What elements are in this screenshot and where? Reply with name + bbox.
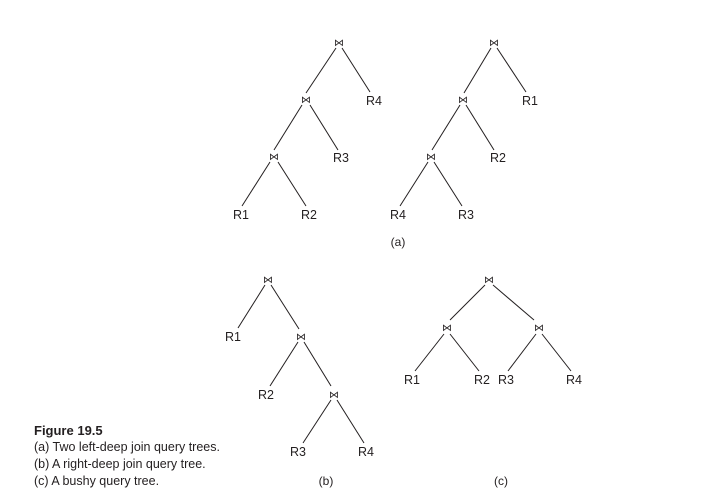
edge-mid-to-r2 bbox=[465, 104, 495, 151]
edge-mid-to-low bbox=[303, 341, 332, 387]
edge-mid-to-r2 bbox=[269, 341, 299, 387]
sub-caption-c: (c) bbox=[494, 474, 508, 488]
relation-leaf-r3: R3 bbox=[333, 151, 349, 165]
relation-leaf-r2: R2 bbox=[474, 373, 490, 387]
relation-leaf-r4: R4 bbox=[358, 445, 374, 459]
edge-root-to-r1 bbox=[496, 47, 527, 93]
edge-right-to-r4 bbox=[541, 333, 572, 372]
edge-root-to-r4 bbox=[341, 47, 371, 93]
join-node-left: ⋈ bbox=[442, 323, 452, 334]
figure-caption: Figure 19.5 (a) Two left-deep join query… bbox=[34, 423, 264, 490]
edge-mid-to-low bbox=[431, 104, 461, 151]
relation-leaf-r4: R4 bbox=[390, 208, 406, 222]
caption-line-a: (a) Two left-deep join query trees. bbox=[34, 440, 220, 454]
edge-root-to-r1 bbox=[237, 284, 266, 329]
caption-line-b: (b) A right-deep join query tree. bbox=[34, 457, 206, 471]
tree-a-left-deep-2: ⋈ ⋈ ⋈ R4 R3 R2 R1 bbox=[390, 38, 538, 222]
join-node-low: ⋈ bbox=[329, 390, 339, 401]
edge-mid-to-low bbox=[273, 104, 303, 151]
relation-leaf-r3: R3 bbox=[498, 373, 514, 387]
join-node-low: ⋈ bbox=[426, 152, 436, 163]
tree-b-right-deep: ⋈ ⋈ ⋈ R1 R2 R3 R4 bbox=[225, 275, 374, 459]
join-node-root: ⋈ bbox=[263, 275, 273, 286]
edge-right-to-r3 bbox=[507, 333, 537, 372]
edge-mid-to-r3 bbox=[309, 104, 339, 151]
edge-root-to-mid bbox=[463, 47, 492, 94]
relation-leaf-r4: R4 bbox=[366, 94, 382, 108]
edge-low-to-r4 bbox=[399, 161, 429, 207]
sub-caption-b: (b) bbox=[319, 474, 334, 488]
join-node-root: ⋈ bbox=[489, 38, 499, 49]
edge-low-to-r4 bbox=[336, 399, 365, 444]
relation-leaf-r1: R1 bbox=[522, 94, 538, 108]
tree-a-left-deep-1: ⋈ ⋈ ⋈ R1 R2 R3 R4 bbox=[233, 38, 382, 222]
relation-leaf-r3: R3 bbox=[290, 445, 306, 459]
relation-leaf-r1: R1 bbox=[225, 330, 241, 344]
tree-c-bushy: ⋈ ⋈ ⋈ R1 R2 R3 R4 bbox=[404, 275, 582, 387]
edge-low-to-r3 bbox=[302, 399, 332, 444]
relation-leaf-r1: R1 bbox=[233, 208, 249, 222]
join-node-low: ⋈ bbox=[269, 152, 279, 163]
relation-leaf-r2: R2 bbox=[301, 208, 317, 222]
edge-low-to-r2 bbox=[277, 161, 307, 207]
relation-leaf-r2: R2 bbox=[258, 388, 274, 402]
edge-root-to-mid bbox=[270, 284, 300, 330]
edge-left-to-r2 bbox=[449, 333, 480, 372]
edge-low-to-r1 bbox=[241, 161, 271, 207]
join-node-right: ⋈ bbox=[534, 323, 544, 334]
caption-line-c: (c) A bushy query tree. bbox=[34, 474, 160, 488]
relation-leaf-r2: R2 bbox=[490, 151, 506, 165]
relation-leaf-r4: R4 bbox=[566, 373, 582, 387]
join-node-root: ⋈ bbox=[484, 275, 494, 286]
edge-root-to-left bbox=[449, 284, 486, 321]
figure-title: Figure 19.5 bbox=[34, 423, 103, 438]
relation-leaf-r3: R3 bbox=[458, 208, 474, 222]
edge-left-to-r1 bbox=[414, 333, 445, 372]
join-node-mid: ⋈ bbox=[301, 95, 311, 106]
join-node-mid: ⋈ bbox=[296, 332, 306, 343]
edge-root-to-right bbox=[492, 284, 535, 321]
edge-low-to-r3 bbox=[433, 161, 463, 207]
relation-leaf-r1: R1 bbox=[404, 373, 420, 387]
join-node-mid: ⋈ bbox=[458, 95, 468, 106]
sub-caption-a: (a) bbox=[391, 235, 406, 249]
join-node-root: ⋈ bbox=[334, 38, 344, 49]
edge-root-to-mid bbox=[305, 47, 337, 94]
